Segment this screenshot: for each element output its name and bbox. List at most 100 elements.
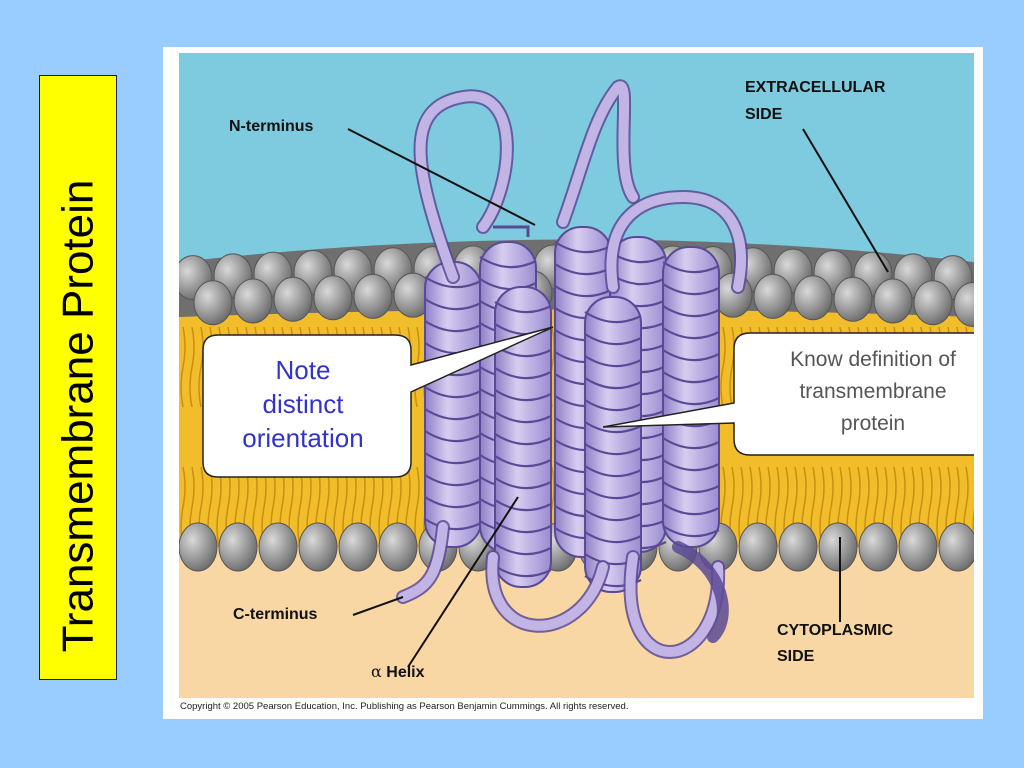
helix-word: Helix [386,664,425,681]
callout-right-text: Know definition of transmembrane protein [735,344,1011,440]
n-terminus-leader [347,128,536,226]
membrane-diagram [179,53,974,698]
helix-turn [662,283,720,296]
helix-leader [407,496,519,668]
slide-title-box [39,75,117,680]
extracellular-side-label-line2: SIDE [745,106,783,123]
lipid-tail [189,326,195,408]
helix-turn [584,399,642,412]
callout-left-text: Note distinct orientation [203,353,403,455]
lipid-tail [297,466,303,548]
helix-turn [584,487,642,500]
cytoplasmic-side-label-line2: SIDE [777,648,815,665]
helix-turn [662,327,720,340]
callout-left-line: orientation [242,423,364,453]
helix-turn [424,320,482,333]
helix-turn [479,278,537,291]
lipid-head [818,522,858,572]
lipid-head [338,522,378,572]
lipid-tail [378,466,384,548]
cytoplasmic-tail [672,541,729,643]
lipid-head [913,280,953,326]
lipid-tail [720,326,726,408]
callout-right-line: transmembrane [799,380,947,403]
helix-turn [494,389,552,402]
helix-turn [424,276,482,289]
helix-turn [584,443,642,456]
lipid-head [738,522,778,572]
callout-left-line: distinct [262,389,344,419]
helix-turn [424,474,482,487]
callout-left-bubble [202,326,554,478]
callout-right-line: protein [840,412,906,435]
alpha-symbol: α [371,662,382,681]
lipid-head [218,522,258,572]
helix-turn [424,430,482,443]
lipid-head [179,522,218,572]
c-terminus-leader [352,596,404,616]
lipid-head [858,522,898,572]
helix-turn [584,421,642,434]
extracellular-leader [802,128,889,273]
lipid-head [953,282,974,328]
lipid-head [898,522,938,572]
helix-turn [424,452,482,465]
lipid-head [753,273,793,319]
lipid-tail [729,326,735,408]
lipid-tail [738,466,744,548]
alpha-helix [662,246,720,548]
helix-turn [584,377,642,390]
lipid-head [353,273,393,319]
n-terminus-label: N-terminus [229,118,314,135]
helix-turn [584,531,642,544]
copyright-notice: Copyright © 2005 Pearson Education, Inc.… [180,701,629,712]
helix-turn [662,481,720,494]
helix-turn [494,367,552,380]
lipid-head [193,280,233,326]
helix-turn [494,301,552,314]
lipid-head [873,278,913,324]
lipid-tail [819,466,825,548]
slide-title: Transmembrane Protein [53,179,103,653]
lipid-tail [180,326,186,408]
c-terminus-label: C-terminus [233,606,318,623]
lipid-tail [198,326,204,408]
helix-turn [662,459,720,472]
transmembrane-protein [396,79,748,659]
extracellular-side-label-line1: EXTRACELLULAR [745,79,886,96]
helix-turn [494,543,552,556]
helix-turn [494,477,552,490]
helix-turn [494,433,552,446]
helix-turn [662,525,720,538]
helix-turn [554,285,612,298]
helix-turn [494,565,552,578]
helix-turn [494,411,552,424]
lipid-tail [414,466,420,548]
helix-turn [584,509,642,522]
lipid-head [258,522,298,572]
helix-turn [479,256,537,269]
lipid-head [793,275,833,321]
helix-turn [424,518,482,531]
callout-right-bubble [602,332,974,456]
lipid-head [273,276,313,322]
helix-turn [662,349,720,362]
lipid-head [313,275,353,321]
callout-right-line: Know definition of [790,348,956,371]
lipid-head [233,278,273,324]
cytoplasmic-side-label-line1: CYTOPLASMIC [777,622,894,639]
helix-turn [662,503,720,516]
helix-turn [584,465,642,478]
n-terminus-end [493,225,530,237]
lipid-tail [774,466,780,548]
helix-turn [662,305,720,318]
helix-turn [662,393,720,406]
helix-turn [662,437,720,450]
helix-turn [494,499,552,512]
helix-turn [662,371,720,384]
helix-label: α Helix [371,662,425,682]
lipid-head [298,522,338,572]
lipid-head [778,522,818,572]
lipid-tail [936,466,942,548]
callout-left-line: Note [275,355,331,385]
